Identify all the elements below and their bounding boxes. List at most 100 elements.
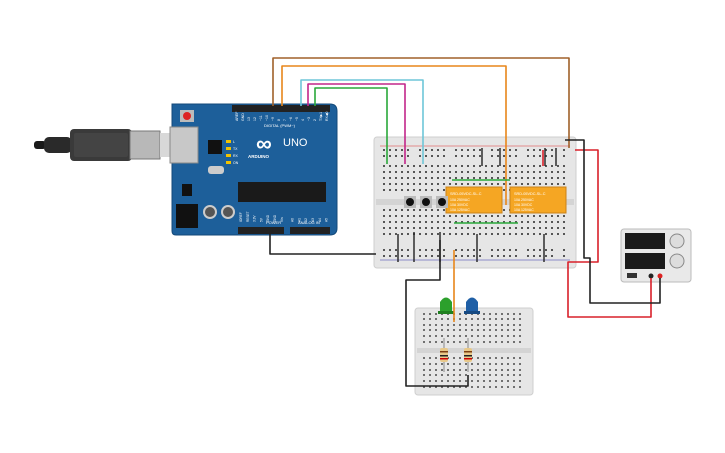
breadboard-hole[interactable]: [401, 209, 403, 211]
breadboard-hole[interactable]: [471, 318, 473, 320]
resistor-2[interactable]: [464, 338, 472, 372]
breadboard-hole[interactable]: [413, 227, 415, 229]
breadboard-hole[interactable]: [507, 341, 509, 343]
breadboard-hole[interactable]: [389, 215, 391, 217]
breadboard-hole[interactable]: [389, 249, 391, 251]
breadboard-hole[interactable]: [431, 183, 433, 185]
breadboard-hole[interactable]: [485, 165, 487, 167]
breadboard-hole[interactable]: [563, 227, 565, 229]
breadboard-hole[interactable]: [455, 177, 457, 179]
breadboard-hole[interactable]: [503, 155, 505, 157]
breadboard-hole[interactable]: [551, 227, 553, 229]
breadboard-hole[interactable]: [501, 386, 503, 388]
breadboard-hole[interactable]: [419, 171, 421, 173]
breadboard-hole[interactable]: [459, 369, 461, 371]
breadboard-hole[interactable]: [527, 177, 529, 179]
breadboard-hole[interactable]: [461, 227, 463, 229]
breadboard-hole[interactable]: [395, 227, 397, 229]
breadboard-hole[interactable]: [435, 341, 437, 343]
breadboard-hole[interactable]: [477, 363, 479, 365]
breadboard-hole[interactable]: [527, 183, 529, 185]
breadboard-hole[interactable]: [465, 374, 467, 376]
breadboard-hole[interactable]: [443, 165, 445, 167]
breadboard-hole[interactable]: [447, 363, 449, 365]
breadboard-hole[interactable]: [507, 324, 509, 326]
breadboard-hole[interactable]: [533, 177, 535, 179]
breadboard-hole[interactable]: [467, 249, 469, 251]
breadboard-hole[interactable]: [491, 233, 493, 235]
breadboard-hole[interactable]: [449, 233, 451, 235]
breadboard-hole[interactable]: [383, 249, 385, 251]
breadboard-hole[interactable]: [507, 329, 509, 331]
wires[interactable]: [269, 57, 661, 387]
breadboard-hole[interactable]: [437, 255, 439, 257]
breadboard-hole[interactable]: [447, 329, 449, 331]
breadboard-hole[interactable]: [395, 221, 397, 223]
breadboard-hole[interactable]: [431, 215, 433, 217]
breadboard-hole[interactable]: [447, 380, 449, 382]
breadboard-hole[interactable]: [471, 341, 473, 343]
breadboard-hole[interactable]: [501, 335, 503, 337]
breadboard-hole[interactable]: [509, 249, 511, 251]
breadboard-hole[interactable]: [441, 329, 443, 331]
breadboard-hole[interactable]: [443, 149, 445, 151]
breadboard-hole[interactable]: [485, 183, 487, 185]
breadboard-hole[interactable]: [395, 249, 397, 251]
breadboard-hole[interactable]: [425, 149, 427, 151]
breadboard-hole[interactable]: [449, 221, 451, 223]
breadboard-hole[interactable]: [515, 177, 517, 179]
breadboard-hole[interactable]: [515, 183, 517, 185]
breadboard-hole[interactable]: [389, 233, 391, 235]
breadboard-hole[interactable]: [501, 329, 503, 331]
breadboard-hole[interactable]: [563, 155, 565, 157]
breadboard-hole[interactable]: [495, 363, 497, 365]
breadboard-hole[interactable]: [459, 341, 461, 343]
breadboard-hole[interactable]: [527, 155, 529, 157]
breadboard-hole[interactable]: [497, 183, 499, 185]
breadboard-hole[interactable]: [425, 177, 427, 179]
breadboard-hole[interactable]: [495, 374, 497, 376]
breadboard-hole[interactable]: [527, 215, 529, 217]
breadboard-hole[interactable]: [527, 149, 529, 151]
breadboard-hole[interactable]: [563, 221, 565, 223]
breadboard-hole[interactable]: [491, 227, 493, 229]
breadboard-hole[interactable]: [465, 324, 467, 326]
breadboard-hole[interactable]: [401, 149, 403, 151]
breadboard-hole[interactable]: [401, 155, 403, 157]
breadboard-hole[interactable]: [441, 341, 443, 343]
breadboard-hole[interactable]: [473, 171, 475, 173]
breadboard-hole[interactable]: [407, 189, 409, 191]
breadboard-hole[interactable]: [491, 155, 493, 157]
breadboard-hole[interactable]: [497, 215, 499, 217]
breadboard-hole[interactable]: [437, 209, 439, 211]
breadboard-hole[interactable]: [423, 363, 425, 365]
breadboard-hole[interactable]: [497, 171, 499, 173]
breadboard-hole[interactable]: [507, 369, 509, 371]
breadboard-hole[interactable]: [495, 329, 497, 331]
breadboard-hole[interactable]: [437, 171, 439, 173]
breadboard-hole[interactable]: [545, 255, 547, 257]
breadboard-hole[interactable]: [413, 215, 415, 217]
breadboard-hole[interactable]: [435, 329, 437, 331]
breadboard-hole[interactable]: [527, 171, 529, 173]
breadboard-hole[interactable]: [431, 209, 433, 211]
supply-terminal-neg[interactable]: [648, 273, 654, 279]
breadboard-hole[interactable]: [519, 363, 521, 365]
breadboard-hole[interactable]: [563, 165, 565, 167]
breadboard-hole[interactable]: [539, 165, 541, 167]
breadboard-hole[interactable]: [495, 313, 497, 315]
breadboard-hole[interactable]: [413, 177, 415, 179]
breadboard-hole[interactable]: [425, 255, 427, 257]
breadboard-hole[interactable]: [413, 189, 415, 191]
breadboard-hole[interactable]: [447, 374, 449, 376]
breadboard-hole[interactable]: [477, 335, 479, 337]
breadboard-hole[interactable]: [455, 249, 457, 251]
breadboard-hole[interactable]: [551, 221, 553, 223]
breadboard-hole[interactable]: [461, 255, 463, 257]
breadboard-hole[interactable]: [489, 318, 491, 320]
breadboard-hole[interactable]: [533, 221, 535, 223]
breadboard-hole[interactable]: [461, 221, 463, 223]
breadboard-hole[interactable]: [389, 171, 391, 173]
breadboard-hole[interactable]: [503, 249, 505, 251]
breadboard-hole[interactable]: [453, 324, 455, 326]
